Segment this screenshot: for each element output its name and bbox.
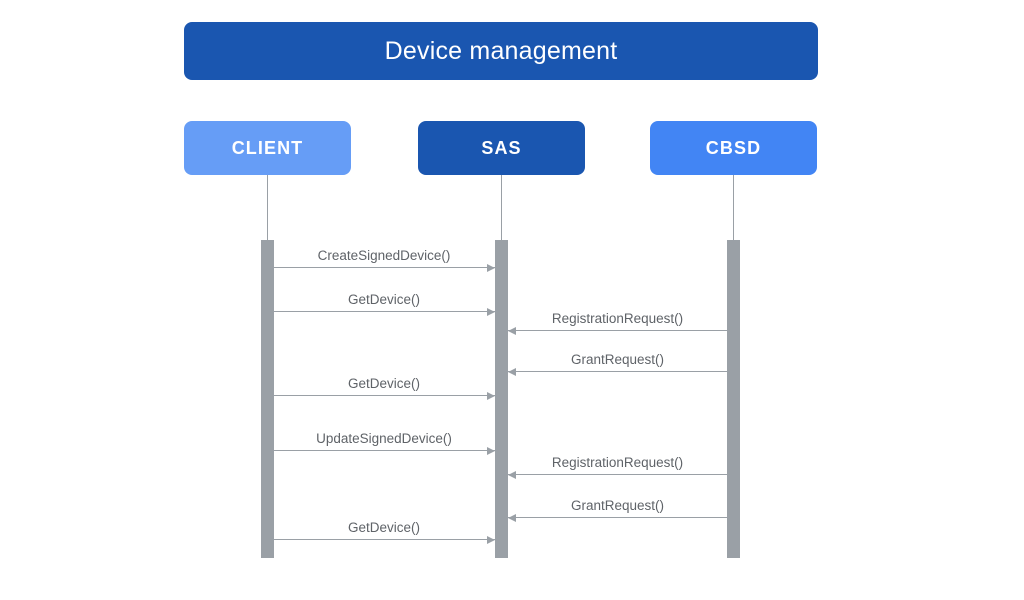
arrowhead-right-icon bbox=[487, 392, 495, 400]
message-label: CreateSignedDevice() bbox=[317, 247, 451, 263]
message-label: GrantRequest() bbox=[570, 351, 665, 367]
arrowhead-right-icon bbox=[487, 264, 495, 272]
message-line bbox=[273, 267, 495, 268]
message-grant-request-2[interactable]: GrantRequest() bbox=[508, 495, 727, 525]
participant-sas-label: SAS bbox=[481, 138, 522, 158]
lifeline-client bbox=[267, 175, 268, 241]
arrowhead-right-icon bbox=[487, 308, 495, 316]
message-line bbox=[508, 474, 727, 475]
arrowhead-left-icon bbox=[508, 368, 516, 376]
activation-bar-client bbox=[261, 240, 274, 558]
lifeline-cbsd bbox=[733, 175, 734, 241]
message-line bbox=[273, 539, 495, 540]
message-label: RegistrationRequest() bbox=[551, 310, 684, 326]
participant-client-label: CLIENT bbox=[231, 138, 304, 158]
message-create-signed-device[interactable]: CreateSignedDevice() bbox=[273, 245, 495, 275]
message-label: RegistrationRequest() bbox=[551, 454, 684, 470]
arrowhead-right-icon bbox=[487, 447, 495, 455]
message-line bbox=[508, 330, 727, 331]
message-get-device-2[interactable]: GetDevice() bbox=[273, 373, 495, 403]
arrowhead-left-icon bbox=[508, 514, 516, 522]
message-line bbox=[508, 517, 727, 518]
arrowhead-right-icon bbox=[487, 536, 495, 544]
participant-client[interactable]: CLIENT bbox=[184, 121, 351, 175]
diagram-title-banner: Device management bbox=[184, 22, 818, 80]
message-registration-request-2[interactable]: RegistrationRequest() bbox=[508, 452, 727, 482]
participant-cbsd-label: CBSD bbox=[705, 138, 762, 158]
message-label: GrantRequest() bbox=[570, 497, 665, 513]
message-update-signed-device[interactable]: UpdateSignedDevice() bbox=[273, 428, 495, 458]
message-label: UpdateSignedDevice() bbox=[316, 430, 452, 446]
activation-bar-cbsd bbox=[727, 240, 740, 558]
message-get-device-1[interactable]: GetDevice() bbox=[273, 289, 495, 319]
message-get-device-3[interactable]: GetDevice() bbox=[273, 517, 495, 547]
message-line bbox=[273, 311, 495, 312]
message-grant-request-1[interactable]: GrantRequest() bbox=[508, 349, 727, 379]
arrowhead-left-icon bbox=[508, 471, 516, 479]
participant-cbsd[interactable]: CBSD bbox=[650, 121, 817, 175]
participant-sas[interactable]: SAS bbox=[418, 121, 585, 175]
message-label: GetDevice() bbox=[347, 375, 420, 391]
message-line bbox=[273, 450, 495, 451]
message-registration-request-1[interactable]: RegistrationRequest() bbox=[508, 308, 727, 338]
page-title: Device management bbox=[384, 36, 618, 65]
message-line bbox=[273, 395, 495, 396]
message-label: GetDevice() bbox=[347, 291, 420, 307]
lifeline-sas bbox=[501, 175, 502, 241]
arrowhead-left-icon bbox=[508, 327, 516, 335]
message-line bbox=[508, 371, 727, 372]
activation-bar-sas bbox=[495, 240, 508, 558]
message-label: GetDevice() bbox=[347, 519, 420, 535]
